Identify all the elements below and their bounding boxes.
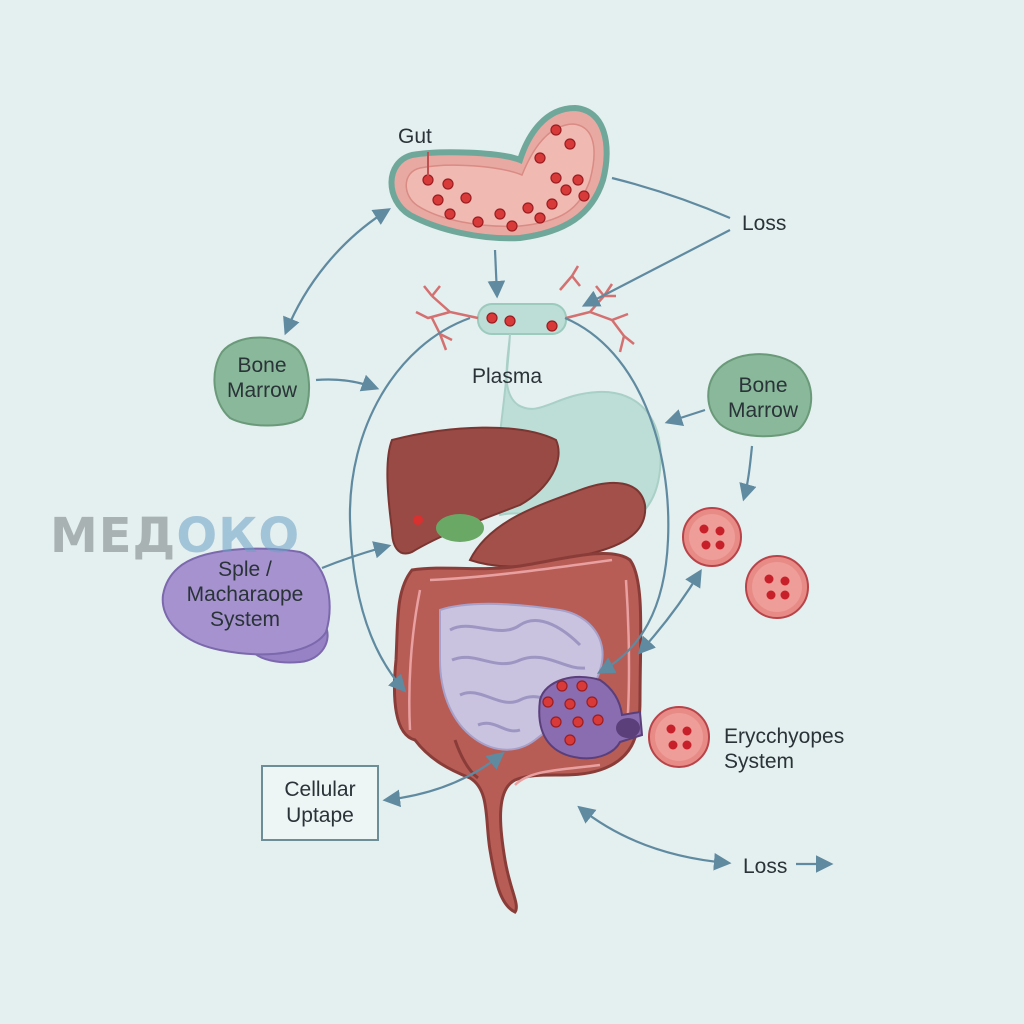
gut-cell-dot	[550, 172, 562, 184]
gut-cell-dot	[506, 220, 518, 232]
liver-dot	[413, 515, 423, 525]
nodule-cell-dot	[550, 716, 562, 728]
gut-cells	[422, 124, 590, 232]
gut-cell-dot	[472, 216, 484, 228]
arrows	[283, 176, 834, 873]
arrow-bone-marrow-right-cells	[739, 445, 757, 502]
arrow-gut-loss	[611, 176, 731, 220]
bone-marrow-right-label: Bone Marrow	[727, 374, 799, 423]
erythrocytes	[648, 507, 809, 768]
nodule-cell-dot	[576, 680, 588, 692]
gut-cell-dot	[422, 174, 434, 186]
arrow-bone-marrow-left-circulation	[315, 374, 380, 392]
gut-cell-dot	[432, 194, 444, 206]
gut-cell-dot	[444, 208, 456, 220]
bone-marrow-left-label: Bone Marrow	[226, 354, 298, 403]
nodule-cells	[542, 680, 604, 746]
plasma-cell-dot	[546, 320, 558, 332]
spleen-shape	[161, 547, 331, 664]
red-blood-cell	[648, 706, 710, 768]
arrow-bone-marrow-right-plasma	[664, 408, 706, 427]
nodule-cell-dot	[556, 680, 568, 692]
bone-marrow-left-shape	[213, 336, 311, 427]
arrow-gut-bone-marrow	[283, 208, 391, 336]
gut-cell-dot	[560, 184, 572, 196]
erythrocytes-system-label: Erycchyopes System	[724, 725, 845, 774]
circulation-right	[564, 316, 670, 674]
red-blood-cell	[745, 555, 809, 619]
arrow-colon-loss	[577, 805, 732, 871]
arrow-cells-nodule	[637, 568, 702, 655]
gut-cell-dot	[460, 192, 472, 204]
gut-cell-dot	[572, 174, 584, 186]
loss-top-label: Loss	[742, 212, 787, 235]
arrow-gut-plasma	[487, 249, 506, 299]
gut-cell-dot	[534, 152, 546, 164]
nodule-cell-dot	[564, 698, 576, 710]
red-blood-cell	[682, 507, 742, 567]
gut-cell-dot	[564, 138, 576, 150]
nodule-cell-dot	[586, 696, 598, 708]
plasma-cell-dot	[486, 312, 498, 324]
plasma-cell-dot	[504, 315, 516, 327]
nodule-cell-dot	[542, 696, 554, 708]
arrow-loss-plasma	[581, 229, 731, 307]
spleen-system-label: Sple / Macharaope System	[186, 558, 304, 632]
plasma-vessel	[415, 265, 635, 353]
bone-marrow-right-shape	[707, 353, 813, 438]
arrow-uptake	[382, 751, 505, 808]
nodule-cell-dot	[564, 734, 576, 746]
gut-cell-dot	[546, 198, 558, 210]
liver	[386, 426, 560, 555]
watermark: МЕДОКО	[50, 508, 301, 564]
plasma-cells	[486, 312, 558, 332]
plasma-label: Plasma	[472, 365, 543, 388]
cellular-uptake-box: Cellular Uptape	[261, 765, 379, 841]
nodule-cell-dot	[572, 716, 584, 728]
gut-label: Gut	[398, 125, 432, 148]
loss-bottom-label: Loss	[743, 855, 788, 878]
gut-cell-dot	[534, 212, 546, 224]
arrow-spleen-circulation	[321, 541, 392, 570]
gut-cell-dot	[550, 124, 562, 136]
gut-cell-dot	[494, 208, 506, 220]
circulation-loop	[348, 316, 471, 693]
gallbladder	[436, 514, 484, 542]
gut-cell-dot	[522, 202, 534, 214]
nodule-cell-dot	[592, 714, 604, 726]
gut-cell-dot	[578, 190, 590, 202]
gut-cell-dot	[442, 178, 454, 190]
